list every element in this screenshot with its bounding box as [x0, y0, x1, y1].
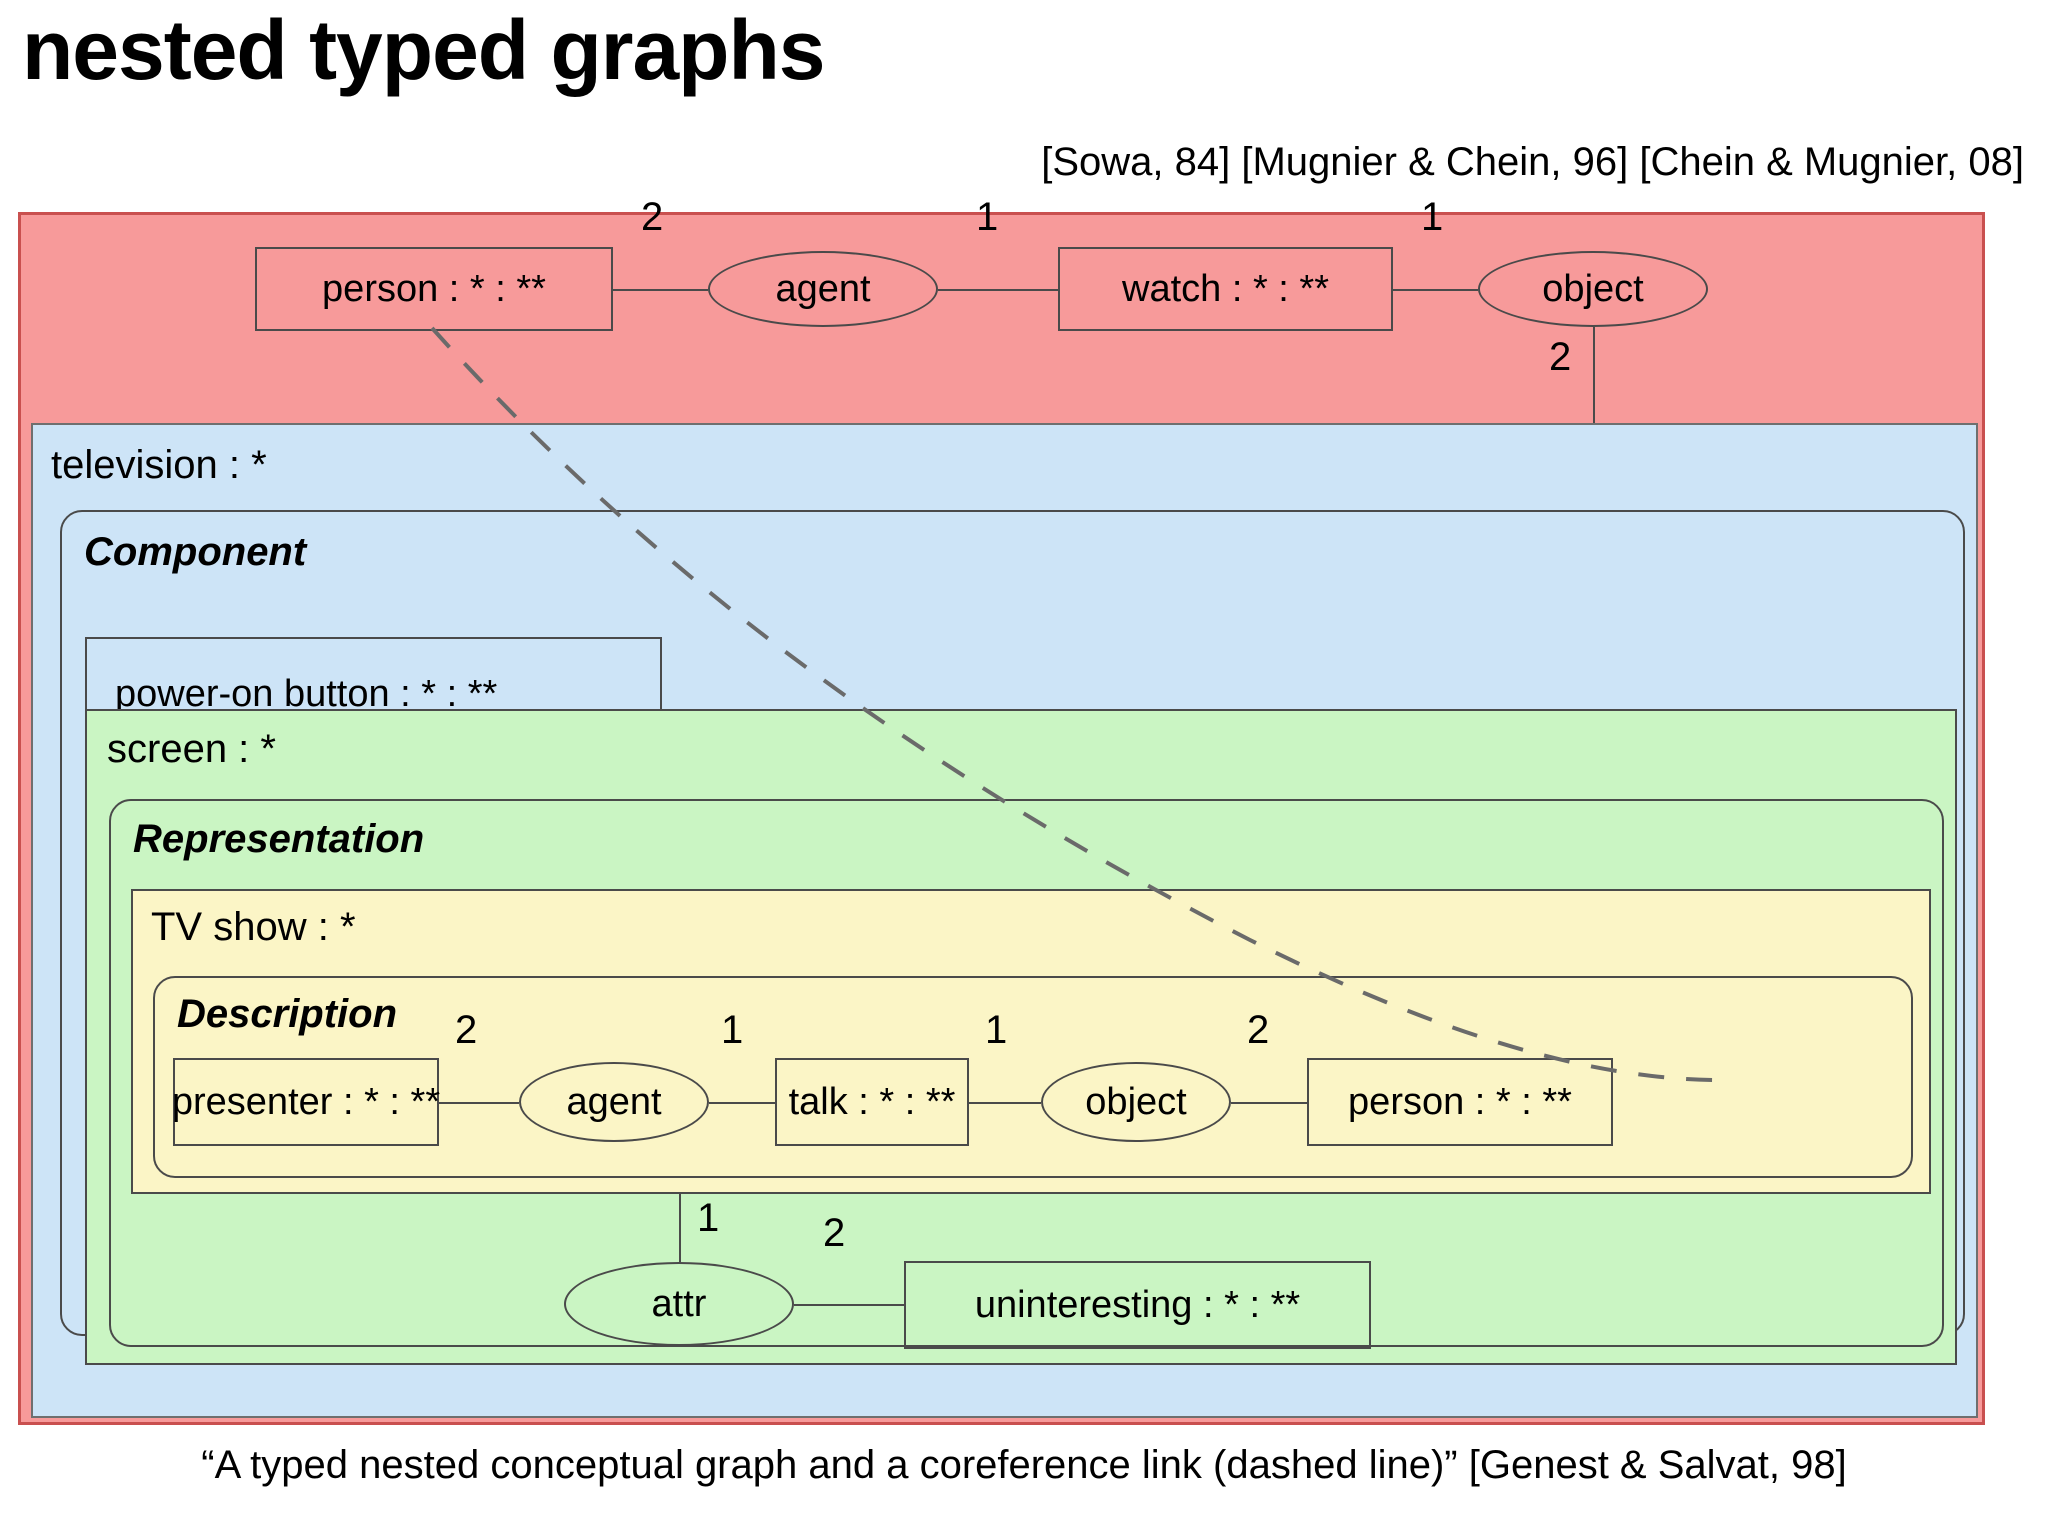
relation-object-description[interactable]: object	[1041, 1062, 1231, 1142]
television-type-label: television : *	[51, 443, 267, 487]
concept-label: person : * : **	[322, 267, 546, 310]
relation-label: agent	[566, 1080, 662, 1123]
concept-label: talk : * : **	[788, 1080, 956, 1123]
component-kind-label: Component	[84, 530, 307, 574]
relation-label: agent	[775, 267, 871, 310]
relation-agent-outer[interactable]: agent	[708, 251, 938, 327]
relation-object-outer[interactable]: object	[1478, 251, 1708, 327]
relation-label: object	[1085, 1080, 1187, 1123]
concept-person-description[interactable]: person : * : **	[1307, 1058, 1613, 1146]
edge-agent-talk	[709, 1102, 775, 1104]
relation-attr[interactable]: attr	[564, 1262, 794, 1346]
edge-label-tvshow-attr: 1	[697, 1196, 720, 1240]
edge-label-object-person: 2	[1247, 1008, 1270, 1052]
edge-tvshow-attr	[679, 1194, 681, 1262]
edge-label-agent-talk: 1	[721, 1008, 744, 1052]
edge-object-person	[1231, 1102, 1307, 1104]
concept-label: uninteresting : * : **	[974, 1283, 1301, 1326]
concept-talk[interactable]: talk : * : **	[775, 1058, 969, 1146]
concept-label: presenter : * : **	[171, 1080, 441, 1123]
edge-label-watch-object: 1	[1421, 195, 1444, 239]
edge-label-presenter-agent: 2	[455, 1008, 478, 1052]
component-box: Component power-on button : * : ** scree…	[60, 510, 1965, 1365]
edge-label-talk-object: 1	[985, 1008, 1008, 1052]
concept-watch-outer[interactable]: watch : * : **	[1058, 247, 1393, 331]
edge-label-object-television: 2	[1549, 335, 1572, 379]
edge-talk-object	[969, 1102, 1041, 1104]
description-box: Description presenter : * : ** 2 agent	[153, 976, 1913, 1178]
representation-kind-label: Representation	[133, 817, 425, 861]
relation-label: attr	[651, 1282, 707, 1325]
relation-agent-description[interactable]: agent	[519, 1062, 709, 1142]
screen-context-box: screen : * Representation TV show : * De…	[85, 709, 1957, 1365]
concept-person-outer[interactable]: person : * : **	[255, 247, 613, 331]
edge-label-attr-uninteresting: 2	[823, 1211, 846, 1255]
representation-box: Representation TV show : * Description p…	[109, 799, 1944, 1349]
television-context-box: television : * Component power-on button…	[31, 423, 1978, 1418]
edge-person-agent	[613, 289, 708, 291]
concept-uninteresting[interactable]: uninteresting : * : **	[904, 1261, 1371, 1349]
edge-watch-object	[1393, 289, 1478, 291]
figure-caption: “A typed nested conceptual graph and a c…	[201, 1443, 1847, 1487]
page-title: nested typed graphs	[22, 3, 826, 97]
concept-presenter[interactable]: presenter : * : **	[171, 1058, 441, 1146]
citation-references: [Sowa, 84] [Mugnier & Chein, 96] [Chein …	[1041, 140, 2024, 184]
edge-attr-uninteresting	[794, 1304, 904, 1306]
edge-label-agent-watch: 1	[976, 195, 999, 239]
edge-agent-watch	[938, 289, 1058, 291]
edge-label-person-agent: 2	[641, 195, 664, 239]
screen-type-label: screen : *	[107, 727, 276, 771]
edge-object-television	[1593, 327, 1595, 423]
relation-label: object	[1542, 267, 1644, 310]
description-kind-label: Description	[177, 992, 398, 1036]
edge-presenter-agent	[439, 1102, 519, 1104]
outer-context-box: person : * : ** 2 agent 1 watch : * : **…	[18, 195, 1985, 1425]
tvshow-type-label: TV show : *	[151, 905, 356, 949]
concept-label: person : * : **	[1348, 1080, 1572, 1123]
tvshow-context-box: TV show : * Description presenter : * : …	[131, 889, 1931, 1194]
concept-label: watch : * : **	[1122, 267, 1329, 310]
